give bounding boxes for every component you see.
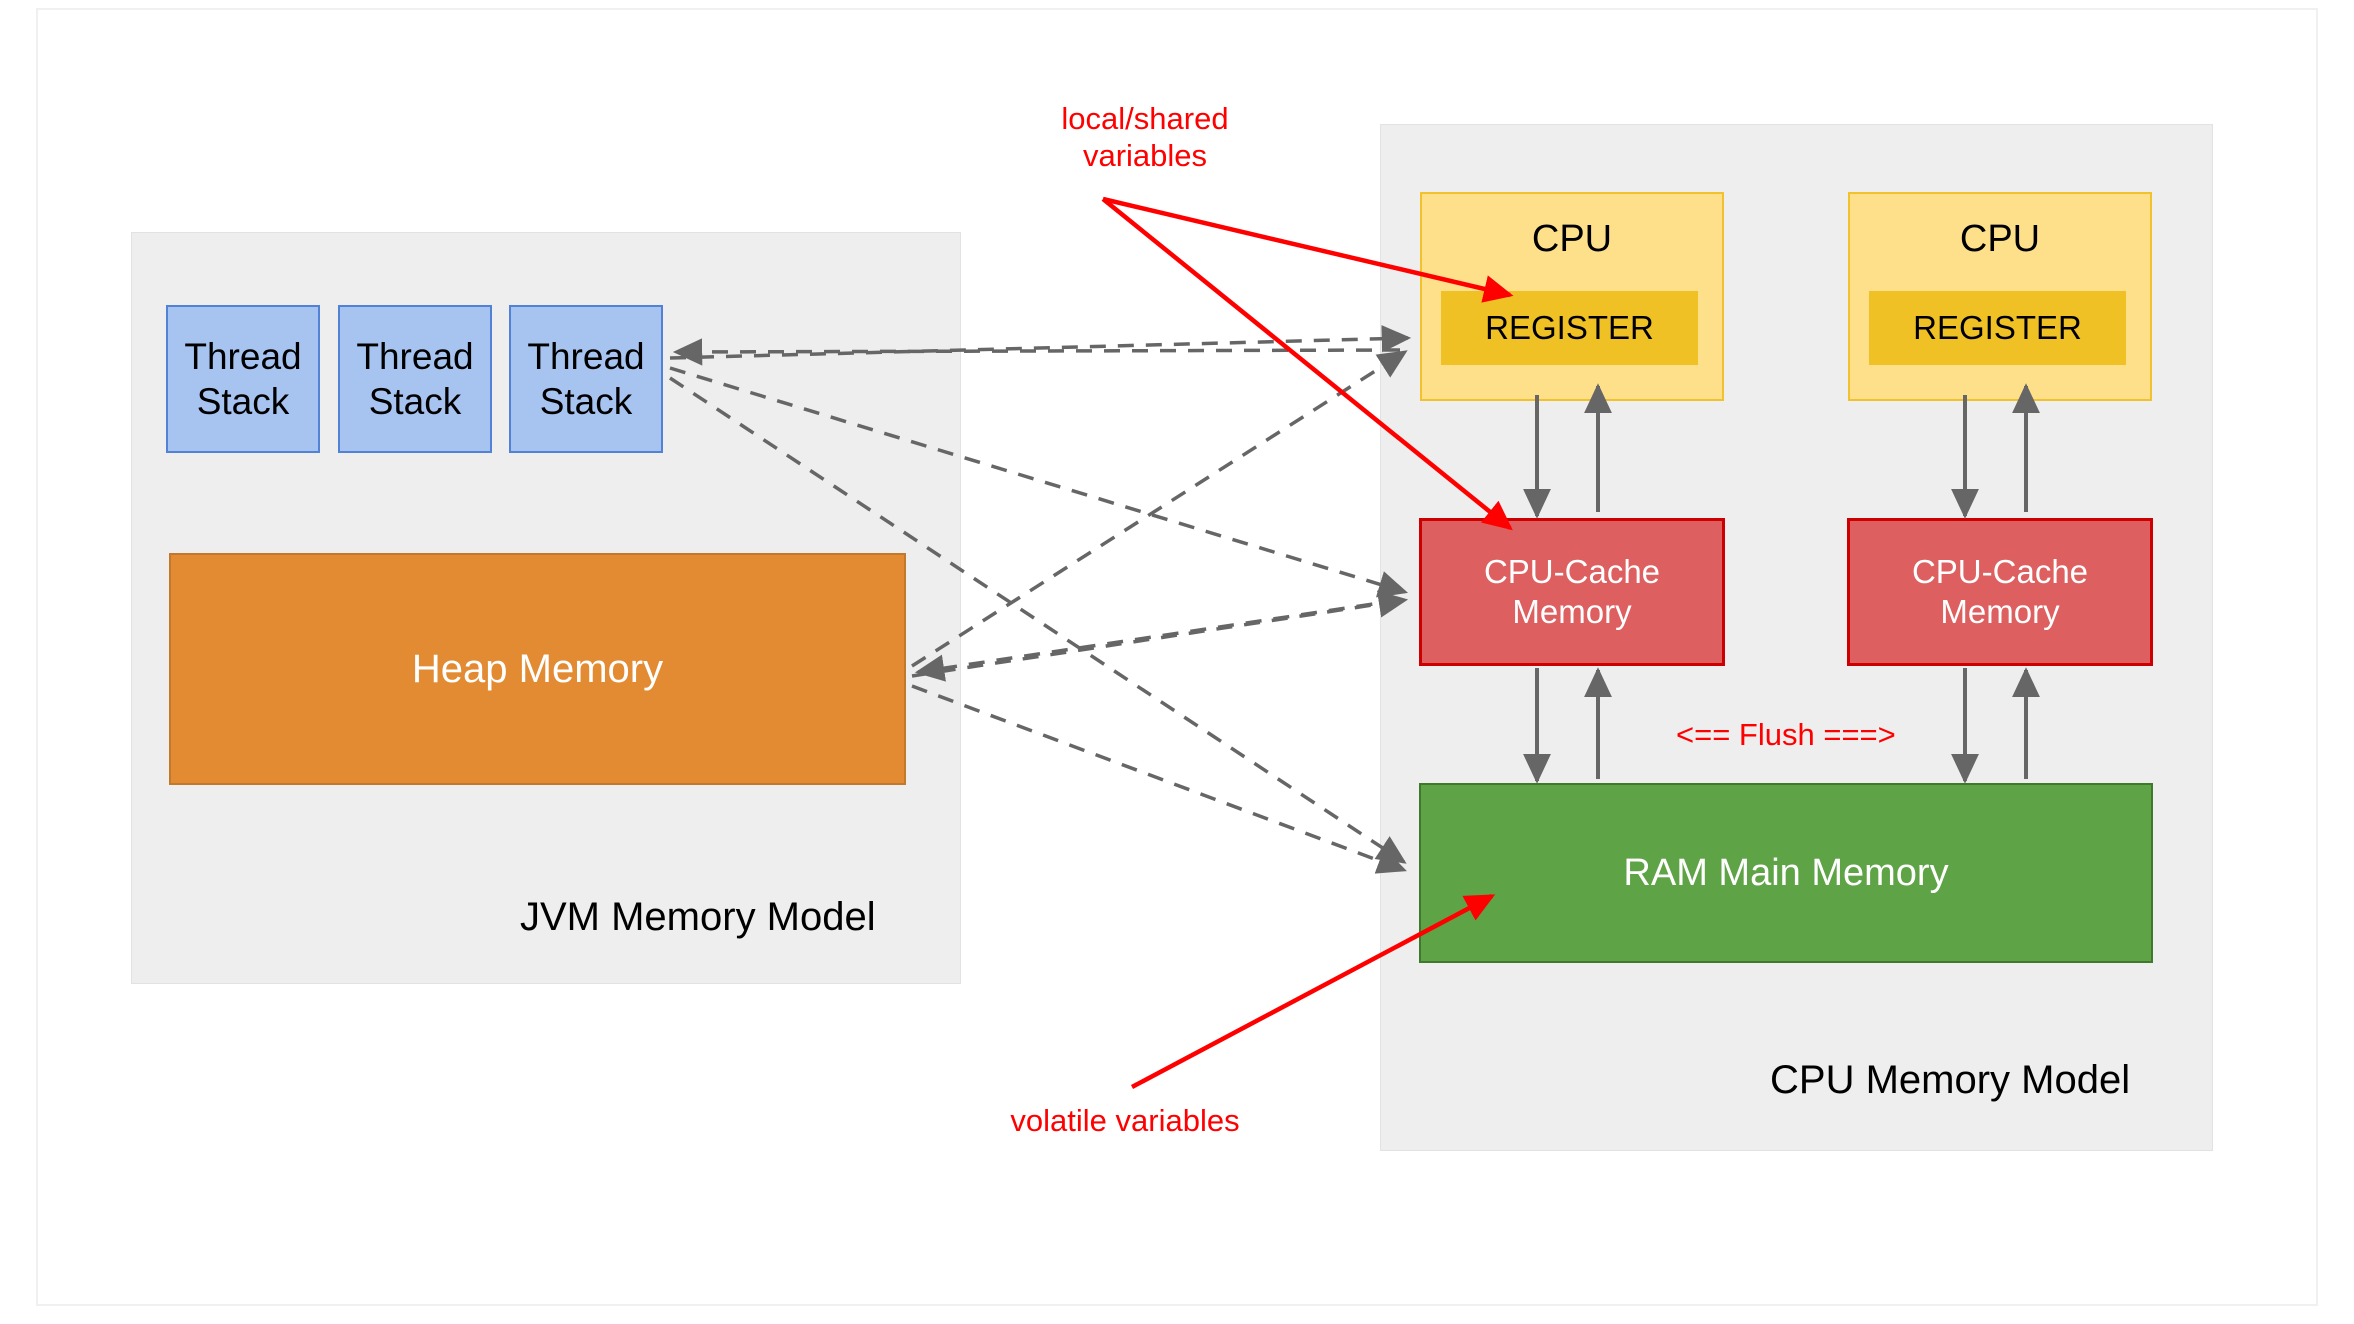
annotation-volatile-variables: volatile variables <box>1010 1103 1240 1138</box>
dashed-link-cache-to-heap <box>914 598 1401 682</box>
flush-label: <== Flush ===> <box>1676 717 1896 752</box>
annotation-local-shared-variables: local/shared variables <box>1061 101 1229 174</box>
register-box-2[interactable]: REGISTER <box>1869 291 2126 365</box>
ram-main-memory-box[interactable]: RAM Main Memory <box>1419 783 2153 963</box>
register-box-1[interactable]: REGISTER <box>1441 291 1698 365</box>
thread-stack-box-3[interactable]: Thread Stack <box>509 305 663 453</box>
heap-memory-box[interactable]: Heap Memory <box>169 553 906 785</box>
thread-stack-box-1[interactable]: Thread Stack <box>166 305 320 453</box>
dashed-link-heap-to-cache <box>911 590 1409 678</box>
dashed-link-heap-to-ram <box>911 684 1407 874</box>
cpu-cache-memory-box-1[interactable]: CPU-Cache Memory <box>1419 518 1725 666</box>
jvm-panel-caption: JVM Memory Model <box>520 895 876 939</box>
cpu-cache-memory-box-2[interactable]: CPU-Cache Memory <box>1847 518 2153 666</box>
cpu-panel-caption: CPU Memory Model <box>1770 1058 2131 1102</box>
thread-stack-box-2[interactable]: Thread Stack <box>338 305 492 453</box>
dashed-link-heap-to-register <box>911 350 1408 668</box>
